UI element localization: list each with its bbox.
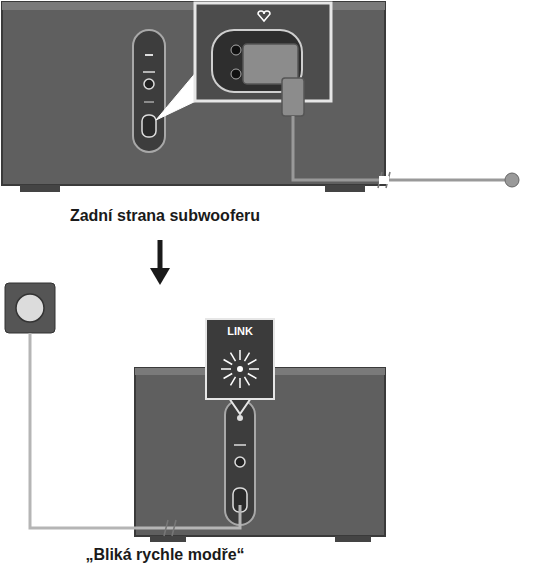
power-plug [243, 44, 519, 188]
wall-socket [5, 283, 55, 333]
zoom-leader [156, 70, 198, 120]
down-arrow [150, 240, 170, 285]
callout-pointer [229, 398, 251, 414]
indicator-callout: LINK [205, 318, 275, 400]
indicator-label: LINK [207, 320, 273, 337]
subwoofer-rear [2, 2, 385, 192]
socket-inset [195, 3, 331, 101]
caption: Zadní strana subwooferu [70, 207, 260, 225]
caption: „Bliká rychle modře“ [85, 546, 244, 564]
